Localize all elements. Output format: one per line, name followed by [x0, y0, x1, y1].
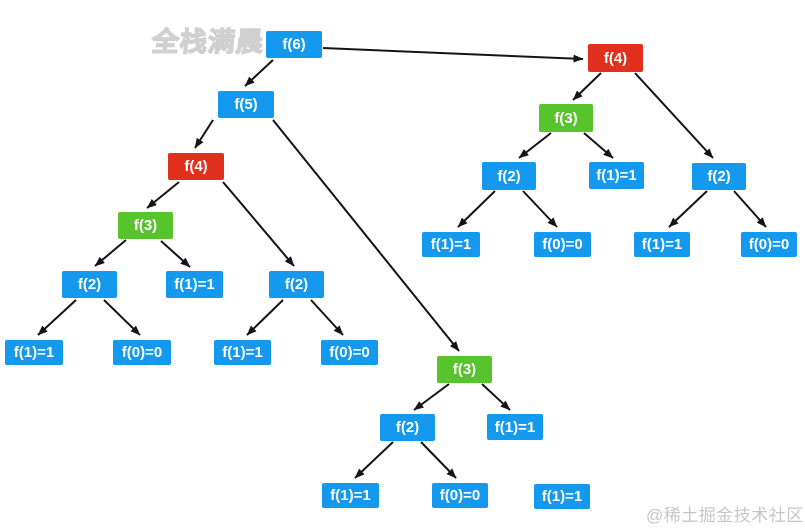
tree-node-f2-right-1: f(2) — [482, 162, 536, 190]
edge-f3-mid-to-f1-mid — [481, 383, 511, 411]
edge-f3-left-to-f2-left-1 — [94, 239, 127, 267]
watermark-top-left: 全栈满晨 — [150, 26, 265, 57]
tree-node-f2-left-2: f(2) — [269, 271, 324, 298]
edge-f3-right-to-f2-right-1 — [518, 132, 552, 159]
tree-node-f1-leaf-a: f(1)=1 — [5, 340, 63, 365]
tree-node-f2-left-1: f(2) — [62, 271, 117, 298]
tree-node-f1-left-1: f(1)=1 — [166, 271, 223, 298]
tree-node-f0-leaf-d: f(0)=0 — [534, 232, 591, 257]
edge-f2-left-1-to-f1-leaf-a — [37, 299, 77, 336]
tree-node-f2-right-2: f(2) — [692, 163, 746, 190]
tree-node-f1-leaf-d: f(1)=1 — [534, 484, 590, 509]
tree-node-f1-leaf-b: f(1)=1 — [214, 340, 271, 365]
edge-f2-left-2-to-f1-leaf-b — [246, 299, 284, 336]
tree-node-f0-leaf-a: f(0)=0 — [113, 340, 171, 365]
tree-node-f1-leaf-c: f(1)=1 — [322, 483, 379, 508]
edge-f6-to-f5 — [244, 59, 274, 87]
edge-f3-right-to-f1-right-1 — [583, 132, 614, 159]
tree-node-f3-right: f(3) — [539, 104, 593, 132]
tree-node-f5: f(5) — [218, 91, 274, 118]
edge-f4-left-to-f2-left-2 — [222, 181, 295, 267]
edge-f4-right-to-f3-right — [572, 72, 602, 101]
edge-f6-to-f4-right — [322, 47, 584, 63]
tree-node-f6: f(6) — [266, 31, 322, 58]
tree-node-f0-leaf-c: f(0)=0 — [432, 483, 488, 508]
tree-node-f1-leaf-e: f(1)=1 — [422, 232, 480, 257]
tree-node-f0-leaf-e: f(0)=0 — [741, 232, 797, 257]
tree-node-f4-right: f(4) — [588, 44, 643, 72]
edge-f2-right-1-to-f0-leaf-d — [522, 190, 558, 228]
watermark-bottom-right: @稀土掘金技术社区 — [646, 506, 804, 525]
edge-f2-right-2-to-f0-leaf-e — [733, 190, 767, 228]
edge-f5-to-f4-left — [194, 119, 214, 149]
edge-f2-mid-to-f0-leaf-c — [420, 441, 457, 479]
edge-f2-right-1-to-f1-leaf-e — [457, 190, 496, 228]
tree-node-f2-mid: f(2) — [380, 414, 435, 441]
edge-f4-right-to-f2-right-2 — [634, 72, 714, 159]
tree-node-f3-left: f(3) — [118, 212, 173, 239]
tree-node-f3-mid: f(3) — [437, 356, 492, 383]
tree-node-f1-mid: f(1)=1 — [487, 414, 543, 440]
edge-f4-left-to-f3-left — [146, 181, 180, 209]
edge-f3-mid-to-f2-mid — [413, 383, 450, 411]
tree-node-f1-leaf-f: f(1)=1 — [634, 232, 690, 257]
tree-node-f4-left: f(4) — [168, 153, 224, 180]
tree-node-f1-right-1: f(1)=1 — [589, 162, 644, 189]
edge-f2-mid-to-f1-leaf-c — [354, 441, 394, 479]
edge-f2-left-2-to-f0-leaf-b — [310, 299, 344, 336]
edge-f3-left-to-f1-left-1 — [160, 240, 191, 268]
tree-node-f0-leaf-b: f(0)=0 — [321, 340, 378, 365]
edge-f2-right-2-to-f1-leaf-f — [668, 190, 708, 228]
edge-f2-left-1-to-f0-leaf-a — [103, 299, 141, 336]
